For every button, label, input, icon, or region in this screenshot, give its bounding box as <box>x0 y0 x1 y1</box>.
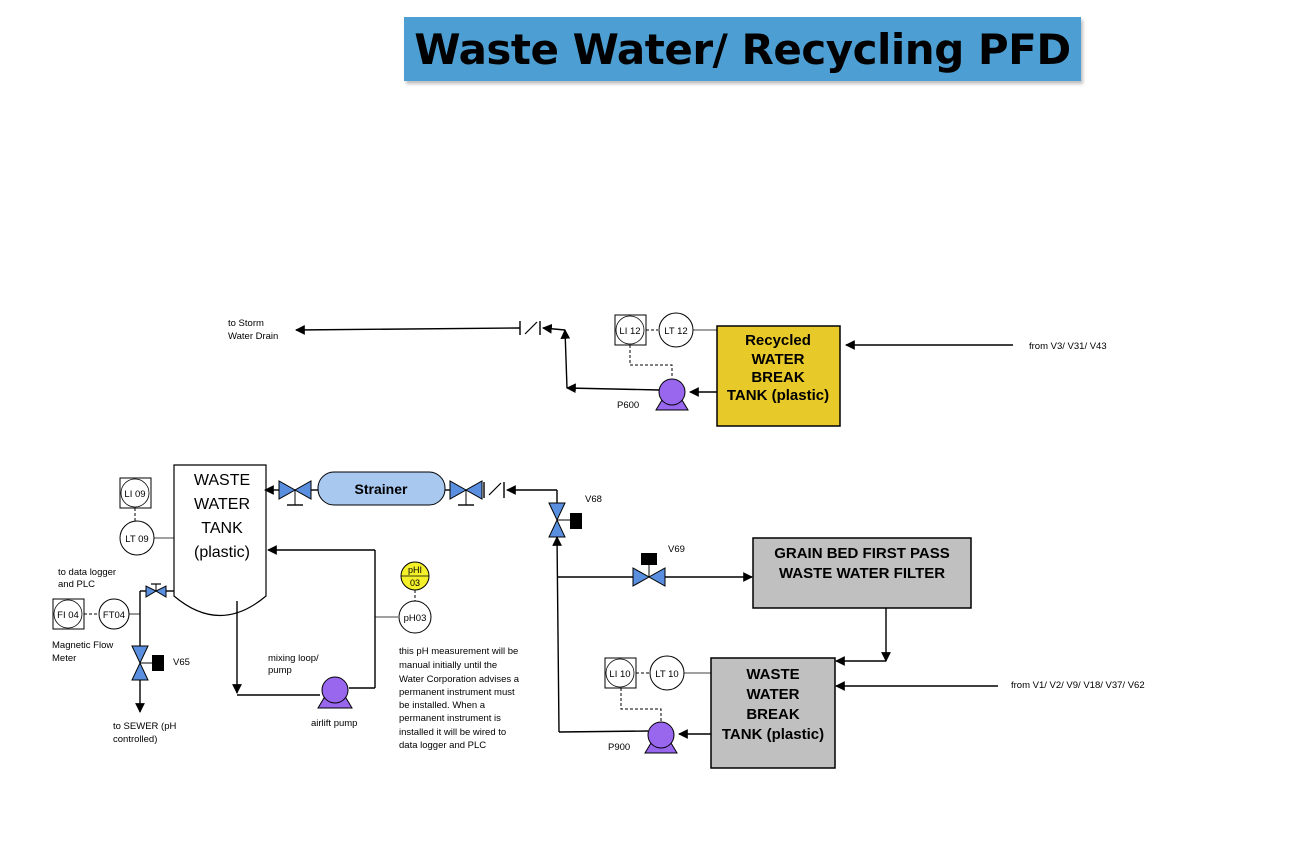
strainer-outlet-valve <box>278 480 312 506</box>
waste-tank-label-1: WASTE <box>194 472 250 489</box>
from-v3-label: from V3/ V31/ V43 <box>1029 341 1107 352</box>
storm-label-1: to Storm <box>228 318 264 329</box>
waste-tank-label-4: (plastic) <box>194 544 250 561</box>
ph-note-line-5: be installed. When a <box>399 700 486 711</box>
ph-note-line-2: manual initially until the <box>399 660 497 671</box>
v65-valve <box>131 645 164 681</box>
recycled-tank-label-1: Recycled <box>745 332 811 349</box>
datalogger-label-1: to data logger <box>58 567 116 578</box>
lt09-instrument: LT 09 <box>119 520 155 556</box>
filter-label-1: GRAIN BED FIRST PASS <box>774 545 950 562</box>
airlift-pump <box>317 676 353 709</box>
title-banner: Waste Water/ Recycling PFD <box>404 17 1081 81</box>
storm-drain-line <box>295 325 521 335</box>
storm-label-2: Water Drain <box>228 331 278 342</box>
recycled-tank-label-4: TANK (plastic) <box>727 387 829 404</box>
break-tank-label-2: WATER <box>746 686 799 703</box>
sewer-label-1: to SEWER (pH <box>113 721 176 732</box>
storm-check-valve <box>519 321 541 335</box>
mixing-label-2: pump <box>268 665 292 676</box>
v68-label: V68 <box>585 494 602 505</box>
lt10-label: LT 10 <box>655 669 678 680</box>
p600-pump <box>655 378 689 411</box>
airlift-label: airlift pump <box>311 718 357 729</box>
phi03-indicator: pHI 03 <box>400 561 430 591</box>
from-v1-label: from V1/ V2/ V9/ V18/ V37/ V62 <box>1011 680 1145 691</box>
p600-riser <box>560 329 571 389</box>
v69-valve <box>632 553 666 587</box>
fi04-label: FI 04 <box>57 610 79 621</box>
phi03-label-bottom: 03 <box>410 578 420 588</box>
magflow-label-2: Meter <box>52 653 76 664</box>
li12-instrument: LI 12 <box>614 314 647 346</box>
v69-label: V69 <box>668 544 685 555</box>
ph-note-line-3: Water Corporation advises a <box>399 674 520 685</box>
lt10-instrument: LT 10 <box>649 655 685 691</box>
strainer-inlet-valve <box>449 480 483 506</box>
lt12-instrument: LT 12 <box>658 312 694 348</box>
li10-pump-signal <box>620 688 662 722</box>
li09-instrument: LI 09 <box>119 477 152 509</box>
lt09-label: LT 09 <box>125 534 148 545</box>
phi03-label-top: pHI <box>408 565 422 575</box>
strainer-check-valve <box>483 482 505 498</box>
ft04-transmitter: FT04 <box>98 598 130 630</box>
filter-label-2: WASTE WATER FILTER <box>779 565 945 582</box>
li10-label: LI 10 <box>609 669 630 680</box>
sewer-label-2: controlled) <box>113 734 157 745</box>
li09-label: LI 09 <box>124 489 145 500</box>
ph-note-line-8: data logger and PLC <box>399 740 486 751</box>
ph-note-line-7: installed it will be wired to <box>399 727 506 738</box>
p900-discharge-line <box>558 730 649 733</box>
recycled-tank-label-3: BREAK <box>751 369 805 386</box>
fi04-instrument: FI 04 <box>52 598 85 630</box>
p900-label: P900 <box>608 742 630 753</box>
break-tank-label-3: BREAK <box>746 706 800 723</box>
to-check-valve-line <box>542 323 566 334</box>
strainer-label: Strainer <box>355 481 408 497</box>
p600-discharge-line <box>566 383 660 394</box>
ph-note: this pH measurement will be manual initi… <box>399 646 520 751</box>
waste-tank-label-2: WATER <box>194 496 250 513</box>
recycled-tank-label-2: WATER <box>751 351 804 368</box>
ph-note-line-6: permanent instrument is <box>399 713 501 724</box>
tank-outlet-valve <box>145 583 167 598</box>
li10-instrument: LI 10 <box>604 657 637 689</box>
datalogger-label-2: and PLC <box>58 579 95 590</box>
waste-water-tank: WASTE WATER TANK (plastic) <box>173 464 267 616</box>
grain-bed-filter: GRAIN BED FIRST PASS WASTE WATER FILTER <box>752 537 972 609</box>
break-tank-label-4: TANK (plastic) <box>722 726 824 743</box>
waste-water-break-tank: WASTE WATER BREAK TANK (plastic) <box>710 657 836 769</box>
li12-pump-signal <box>629 345 673 378</box>
li12-label: LI 12 <box>619 326 640 337</box>
recycled-water-break-tank: Recycled WATER BREAK TANK (plastic) <box>716 325 841 427</box>
v68-valve <box>548 502 582 538</box>
ph03-label: pH03 <box>404 613 427 624</box>
v65-label: V65 <box>173 657 190 668</box>
ft04-label: FT04 <box>103 610 125 621</box>
break-tank-label-1: WASTE <box>746 666 799 683</box>
mixing-label-1: mixing loop/ <box>268 653 319 664</box>
waste-tank-label-3: TANK <box>201 520 243 537</box>
p600-label: P600 <box>617 400 639 411</box>
ph03-transmitter: pH03 <box>398 600 432 634</box>
magflow-label-1: Magnetic Flow <box>52 640 113 651</box>
lt12-label: LT 12 <box>664 326 687 337</box>
p900-pump <box>644 721 678 754</box>
strainer: Strainer <box>317 471 446 506</box>
diagram-title: Waste Water/ Recycling PFD <box>414 24 1071 74</box>
p900-riser <box>552 536 562 733</box>
ph-note-line-1: this pH measurement will be <box>399 646 518 657</box>
ph-note-line-4: permanent instrument must <box>399 687 515 698</box>
